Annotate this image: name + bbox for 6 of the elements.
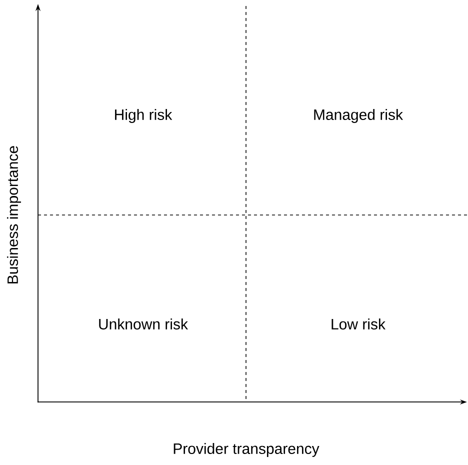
quadrant-label: Low risk <box>332 318 386 330</box>
quadrant-label: Managed risk <box>314 109 403 123</box>
axis-title: Provider transparency <box>174 443 320 457</box>
axis-title: Business importance <box>7 146 21 284</box>
quadrant-label: Unknown risk <box>99 318 188 330</box>
quadrant-label: High risk <box>115 109 172 123</box>
